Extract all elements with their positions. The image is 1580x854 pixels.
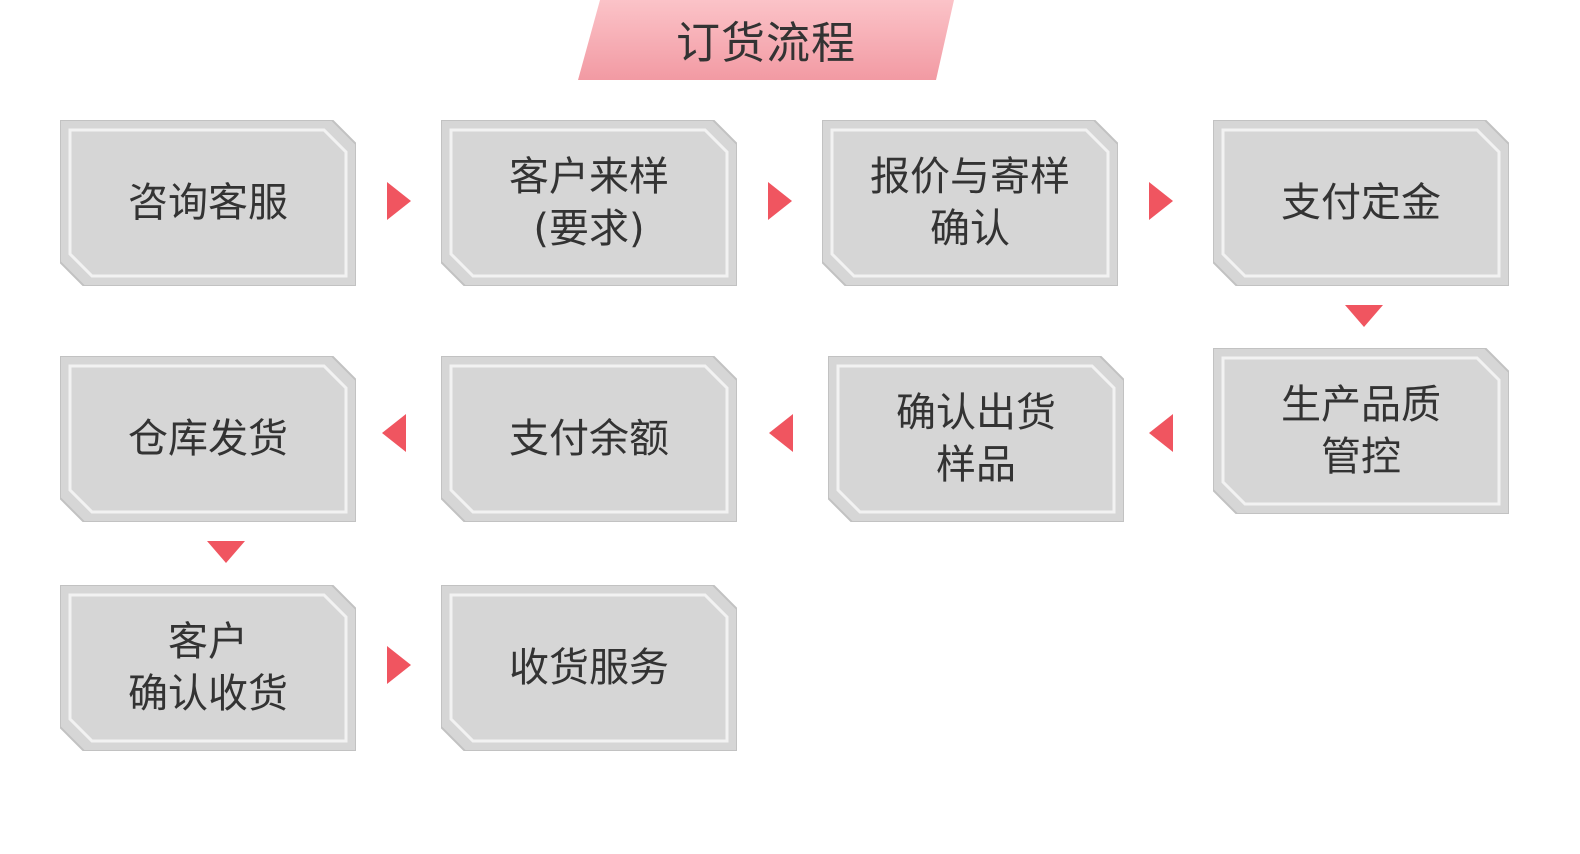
- step-customer-confirm-receipt: 客户 确认收货: [60, 585, 356, 751]
- step-label: 咨询客服: [128, 180, 288, 226]
- step-box-shape: [1213, 120, 1509, 286]
- title-banner: 订货流程: [578, 0, 954, 80]
- step-box-shape: [441, 120, 737, 286]
- step-box-shape: [441, 356, 737, 522]
- step-pay-balance: 支付余额: [441, 356, 737, 522]
- step-box-shape: [822, 120, 1118, 286]
- arrow-right-icon: [768, 182, 792, 220]
- step-warehouse-shipping: 仓库发货: [60, 356, 356, 522]
- title-banner-shape: [578, 0, 954, 80]
- step-label: 支付余额: [509, 416, 669, 462]
- step-label: 生产品质 管控: [1281, 382, 1441, 480]
- arrow-left-icon: [382, 414, 406, 452]
- step-production-quality: 生产品质 管控: [1213, 348, 1509, 514]
- step-box-shape: [60, 585, 356, 751]
- step-label: 收货服务: [509, 645, 669, 691]
- step-label: 支付定金: [1281, 180, 1441, 226]
- step-quote-sample-confirm: 报价与寄样 确认: [822, 120, 1118, 286]
- step-box-shape: [1213, 348, 1509, 514]
- arrow-left-icon: [1149, 414, 1173, 452]
- step-label: 仓库发货: [128, 416, 288, 462]
- arrow-down-icon: [207, 541, 245, 563]
- page-title: 订货流程: [676, 18, 856, 69]
- step-receipt-service: 收货服务: [441, 585, 737, 751]
- step-label: 确认出货 样品: [896, 390, 1056, 488]
- step-label: 客户来样 (要求): [509, 154, 669, 252]
- arrow-right-icon: [387, 646, 411, 684]
- step-consult-service: 咨询客服: [60, 120, 356, 286]
- step-box-shape: [60, 120, 356, 286]
- arrow-left-icon: [769, 414, 793, 452]
- step-confirm-shipment-sample: 确认出货 样品: [828, 356, 1124, 522]
- arrow-right-icon: [387, 182, 411, 220]
- step-box-shape: [60, 356, 356, 522]
- step-box-shape: [441, 585, 737, 751]
- step-label: 报价与寄样 确认: [870, 154, 1070, 252]
- step-customer-sample: 客户来样 (要求): [441, 120, 737, 286]
- step-pay-deposit: 支付定金: [1213, 120, 1509, 286]
- arrow-down-icon: [1345, 305, 1383, 327]
- step-label: 客户 确认收货: [128, 619, 288, 717]
- step-box-shape: [828, 356, 1124, 522]
- arrow-right-icon: [1149, 182, 1173, 220]
